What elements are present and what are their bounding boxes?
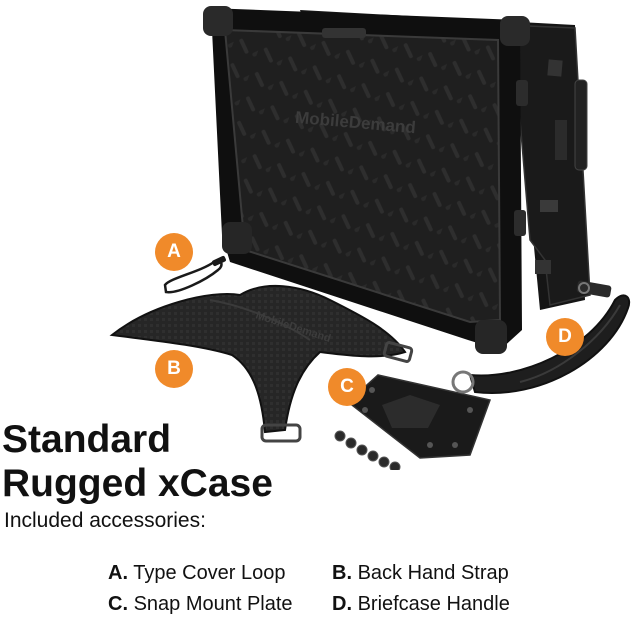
badge-a: A (155, 233, 193, 271)
type-cover-loop (163, 255, 226, 294)
product-illustration: MobileDemand MobileDemand (109, 6, 631, 470)
case-front: MobileDemand (203, 6, 530, 354)
accessory-item-c: C. Snap Mount Plate (108, 593, 293, 616)
badge-d: D (546, 318, 584, 356)
back-hand-strap: MobileDemand (109, 284, 414, 443)
accessory-item-b: B. Back Hand Strap (332, 562, 509, 585)
accessories-subtitle: Included accessories: (4, 509, 206, 532)
accessory-label: Snap Mount Plate (133, 593, 293, 615)
accessory-label: Type Cover Loop (133, 562, 286, 584)
accessory-item-a: A. Type Cover Loop (108, 562, 286, 585)
product-title-line-1: Standard (2, 418, 172, 461)
accessory-label: Briefcase Handle (357, 593, 510, 615)
accessory-letter: C. (108, 593, 128, 615)
accessory-letter: B. (332, 562, 352, 584)
badge-b: B (155, 350, 193, 388)
badge-c: C (328, 368, 366, 406)
accessory-item-d: D. Briefcase Handle (332, 593, 510, 616)
accessory-letter: D. (332, 593, 352, 615)
snap-mount-plate (334, 374, 491, 470)
product-title-line-2: Rugged xCase (2, 462, 273, 505)
briefcase-handle (451, 280, 631, 394)
accessory-label: Back Hand Strap (357, 562, 509, 584)
product-title: Standard Rugged xCase (2, 418, 273, 506)
accessory-letter: A. (108, 562, 128, 584)
